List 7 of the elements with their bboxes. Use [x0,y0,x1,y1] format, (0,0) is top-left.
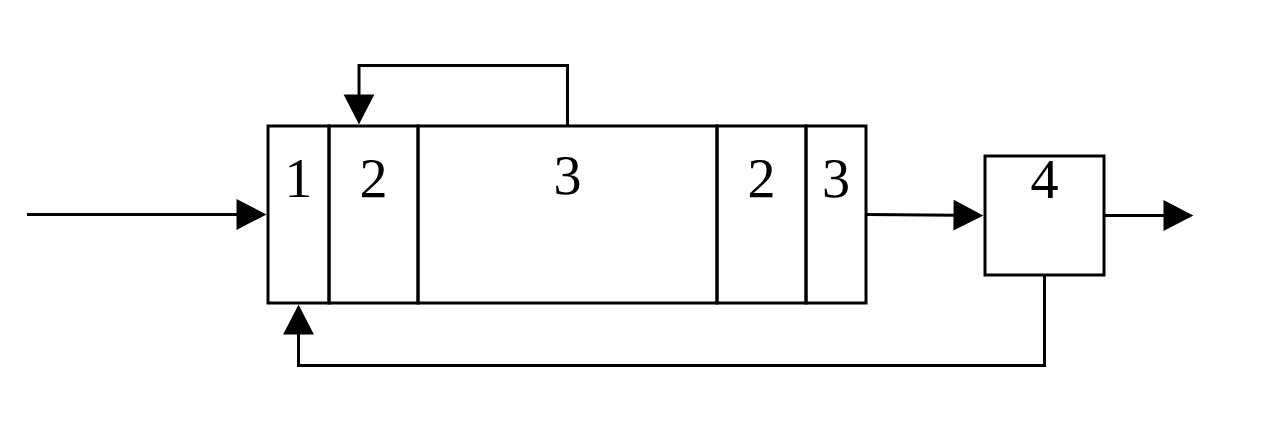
feedback-arrow [283,275,1046,367]
numbered-box: 2 [327,124,420,305]
numbered-box: 3 [804,124,868,305]
numbered-box: 4 [983,154,1106,277]
numbered-box: 2 [715,124,808,305]
numbered-box: 3 [416,124,719,305]
numbered-box: 1 [266,124,331,305]
